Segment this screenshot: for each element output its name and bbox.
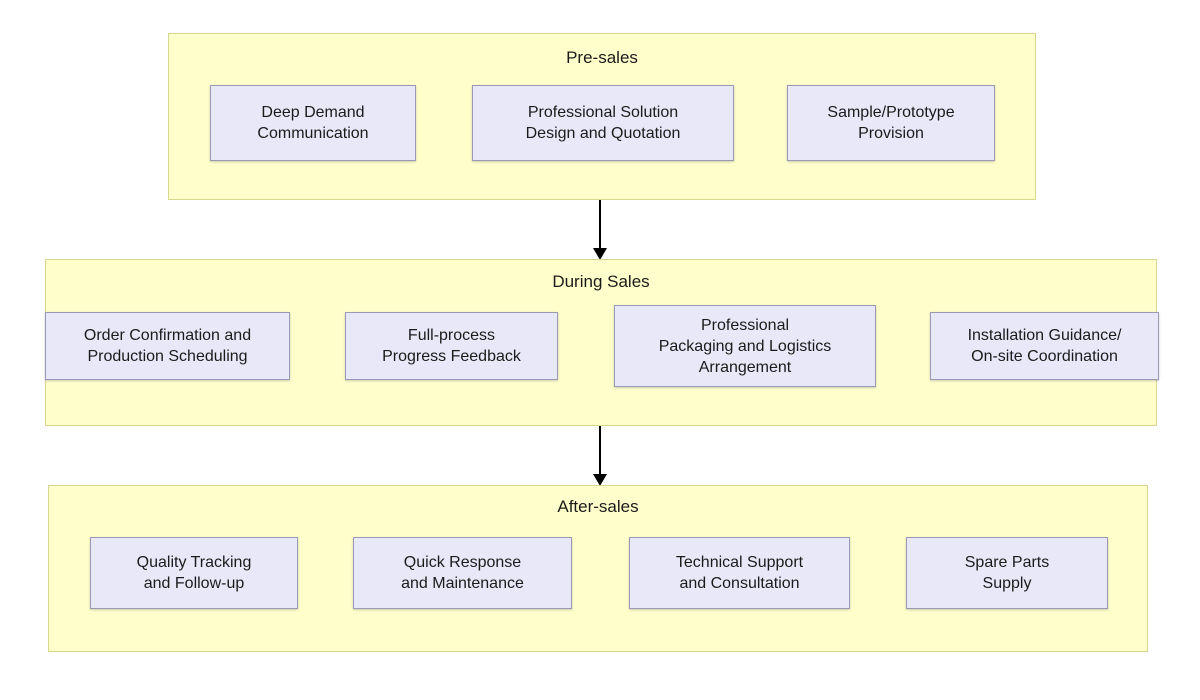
connector-shaft — [599, 200, 601, 248]
stage-title-during-sales: During Sales — [552, 272, 650, 291]
connector-during-sales-to-after-sales — [589, 426, 611, 486]
task-professional-packaging-and-logistics-arrangement: Professional Packaging and Logistics Arr… — [614, 305, 876, 387]
task-order-confirmation-and-production-scheduling: Order Confirmation and Production Schedu… — [45, 312, 290, 380]
arrowhead-down-icon — [593, 248, 607, 260]
task-spare-parts-supply: Spare Parts Supply — [906, 537, 1108, 609]
task-sample-prototype-provision: Sample/Prototype Provision — [787, 85, 995, 161]
task-quality-tracking-and-follow-up: Quality Tracking and Follow-up — [90, 537, 298, 609]
task-deep-demand-communication: Deep Demand Communication — [210, 85, 416, 161]
arrowhead-down-icon — [593, 474, 607, 486]
task-quick-response-and-maintenance: Quick Response and Maintenance — [353, 537, 572, 609]
connector-shaft — [599, 426, 601, 474]
task-full-process-progress-feedback: Full-process Progress Feedback — [345, 312, 558, 380]
task-technical-support-and-consultation: Technical Support and Consultation — [629, 537, 850, 609]
stage-after-sales: After-sales Quality Tracking and Follow-… — [48, 485, 1148, 652]
task-installation-guidance-on-site-coordination: Installation Guidance/ On-site Coordinat… — [930, 312, 1159, 380]
stage-during-sales: During Sales Order Confirmation and Prod… — [45, 259, 1159, 426]
stage-title-pre-sales: Pre-sales — [566, 48, 638, 67]
stage-pre-sales: Pre-sales Deep Demand Communication Prof… — [168, 33, 1036, 200]
connector-pre-sales-to-during-sales — [589, 200, 611, 260]
task-professional-solution-design-and-quotation: Professional Solution Design and Quotati… — [472, 85, 734, 161]
stage-title-after-sales: After-sales — [557, 497, 639, 516]
